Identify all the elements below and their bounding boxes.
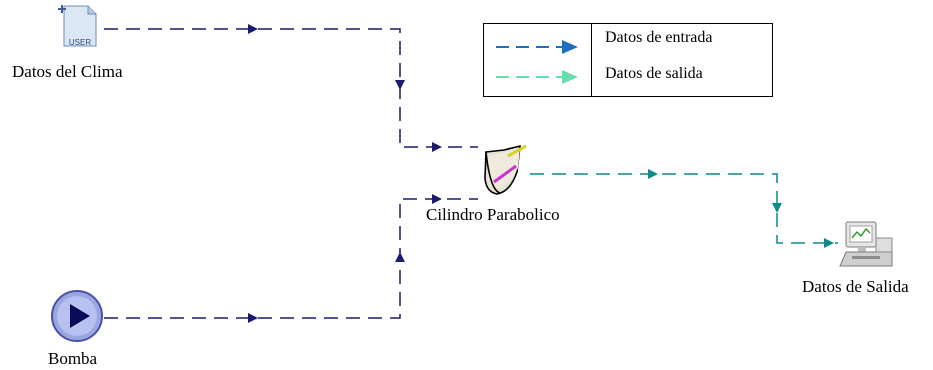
user-file-icon[interactable]: USER xyxy=(58,5,97,47)
pump-label: Bomba xyxy=(48,349,98,368)
arrowhead xyxy=(648,169,658,179)
arrowhead xyxy=(824,238,834,248)
legend-divider xyxy=(591,24,592,96)
input-arrowheads xyxy=(248,24,442,323)
printer-monitor-icon[interactable] xyxy=(839,221,893,267)
user-badge-text: USER xyxy=(69,38,91,47)
legend-output-label: Datos de salida xyxy=(605,65,703,82)
arrowhead xyxy=(772,203,782,213)
link-weather-to-collector xyxy=(104,28,478,148)
legend: Datos de entrada Datos de salida xyxy=(483,23,773,97)
arrowhead xyxy=(432,194,442,204)
arrowhead xyxy=(248,24,258,34)
output-arrowheads xyxy=(648,169,834,248)
collector-label: Cilindro Parabolico xyxy=(426,205,560,224)
link-pump-to-collector xyxy=(104,198,478,319)
arrowhead xyxy=(432,142,442,152)
link-collector-to-output xyxy=(530,173,838,244)
legend-swatches xyxy=(496,40,578,84)
legend-output-arrowhead xyxy=(562,70,578,84)
weather-data-label: Datos del Clima xyxy=(12,62,123,81)
arrowhead xyxy=(395,252,405,262)
parabolic-collector-icon[interactable] xyxy=(484,144,527,195)
output-data-label: Datos de Salida xyxy=(802,277,909,296)
legend-input-arrowhead xyxy=(562,40,578,54)
arrowhead xyxy=(248,313,258,323)
arrowhead xyxy=(395,80,405,90)
pump-icon[interactable] xyxy=(51,290,103,342)
legend-input-label: Datos de entrada xyxy=(605,29,713,46)
